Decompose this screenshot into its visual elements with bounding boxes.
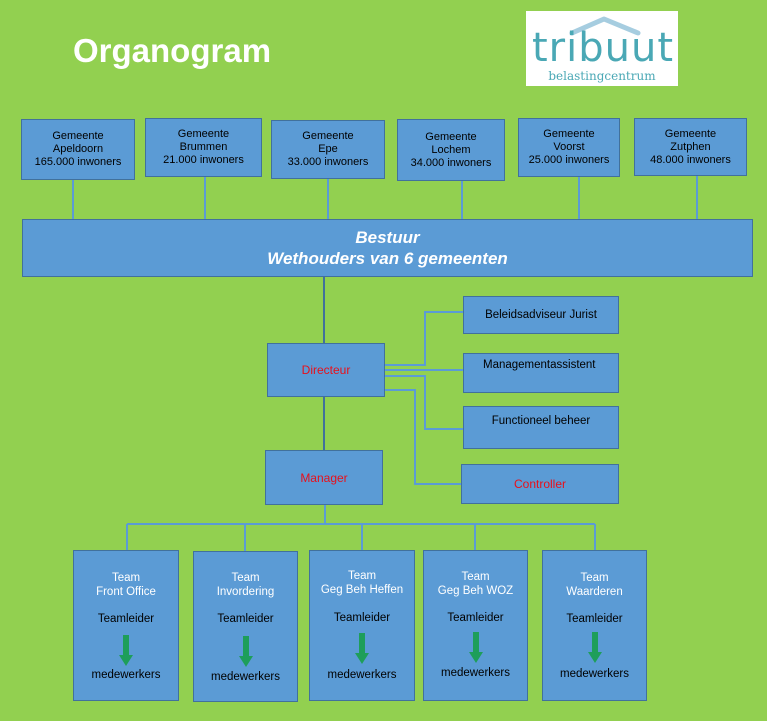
down-arrow-icon <box>587 632 602 663</box>
team-leader: Teamleider <box>217 613 274 625</box>
team-leader: Teamleider <box>566 613 623 625</box>
team-name: Team Geg Beh WOZ <box>437 571 514 597</box>
gemeente-lochem: Gemeente Lochem 34.000 inwoners <box>397 119 505 181</box>
staff-functioneel-beheer: Functioneel beheer <box>463 406 619 449</box>
team-name: Team Geg Beh Heffen <box>320 570 404 596</box>
manager-box: Manager <box>265 450 383 505</box>
gemeente-epe: Gemeente Epe 33.000 inwoners <box>271 120 385 179</box>
team-front-office: Team Front Office Teamleider medewerkers <box>73 550 179 701</box>
team-leader: Teamleider <box>97 613 155 625</box>
bestuur-title: Bestuur <box>355 228 420 247</box>
bestuur-box: Bestuur Wethouders van 6 gemeenten <box>22 219 753 277</box>
team-members: medewerkers <box>327 669 397 681</box>
team-invordering: Team Invordering Teamleider medewerkers <box>193 551 298 702</box>
down-arrow-icon <box>238 636 253 667</box>
team-name: Team Invordering <box>216 572 275 598</box>
logo-wordmark: tribuut <box>532 25 675 71</box>
team-name: Team Front Office <box>96 572 156 598</box>
down-arrow-icon <box>468 632 483 663</box>
staff-beleidsadviseur-jurist: Beleidsadviseur Jurist <box>463 296 619 334</box>
tribuut-logo: tribuut belastingcentrum <box>526 11 678 86</box>
logo-subtitle: belastingcentrum <box>548 69 656 83</box>
team-members: medewerkers <box>91 669 161 681</box>
team-name: Team Waarderen <box>566 572 623 598</box>
team-leader: Teamleider <box>447 612 504 624</box>
gemeente-brummen: Gemeente Brummen 21.000 inwoners <box>145 118 262 177</box>
controller-box: Controller <box>461 464 619 504</box>
directeur-box: Directeur <box>267 343 385 397</box>
roof-icon <box>569 16 641 36</box>
page-title: Organogram <box>73 32 272 69</box>
down-arrow-icon <box>355 633 369 664</box>
team-members: medewerkers <box>210 671 281 683</box>
gemeente-zutphen: Gemeente Zutphen 48.000 inwoners <box>634 118 747 176</box>
team-members: medewerkers <box>440 667 511 679</box>
team-geg-beh-woz: Team Geg Beh WOZ Teamleider medewerkers <box>423 550 528 701</box>
team-members: medewerkers <box>559 668 630 680</box>
bestuur-subtitle: Wethouders van 6 gemeenten <box>267 249 508 268</box>
gemeente-voorst: Gemeente Voorst 25.000 inwoners <box>518 118 620 177</box>
gemeente-apeldoorn: Gemeente Apeldoorn 165.000 inwoners <box>21 119 135 180</box>
team-waarderen: Team Waarderen Teamleider medewerkers <box>542 550 647 701</box>
team-leader: Teamleider <box>333 612 391 624</box>
staff-managementassistent: Managementassistent <box>463 353 619 393</box>
down-arrow-icon <box>119 635 133 666</box>
team-geg-beh-heffen: Team Geg Beh Heffen Teamleider medewerke… <box>309 550 415 701</box>
